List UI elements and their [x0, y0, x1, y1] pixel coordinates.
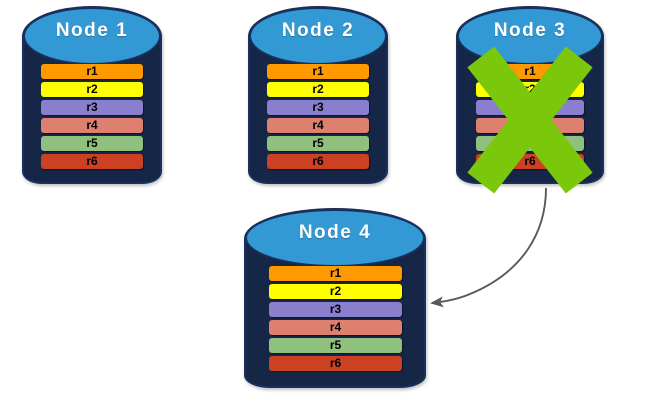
data-row-r1[interactable]: r1: [41, 64, 143, 79]
node-rows: r1 r2 r3 r4 r5 r6: [456, 6, 604, 184]
data-row-r6[interactable]: r6: [476, 154, 584, 169]
data-row-r1[interactable]: r1: [267, 64, 369, 79]
node-cylinder-top: [23, 7, 161, 65]
node-rows: r1 r2 r3 r4 r5 r6: [248, 6, 388, 184]
data-row-r5[interactable]: r5: [267, 136, 369, 151]
data-row-r1[interactable]: r1: [269, 266, 402, 281]
data-row-r3[interactable]: r3: [476, 100, 584, 115]
data-row-r6[interactable]: r6: [41, 154, 143, 169]
data-row-r3[interactable]: r3: [267, 100, 369, 115]
data-row-r2[interactable]: r2: [269, 284, 402, 299]
node-rows: r1 r2 r3 r4 r5 r6: [22, 6, 162, 184]
data-row-r2[interactable]: r2: [267, 82, 369, 97]
data-row-r3[interactable]: r3: [269, 302, 402, 317]
data-row-r5[interactable]: r5: [41, 136, 143, 151]
data-row-r6[interactable]: r6: [269, 356, 402, 371]
data-row-r4[interactable]: r4: [476, 118, 584, 133]
data-row-r4[interactable]: r4: [269, 320, 402, 335]
data-row-r6[interactable]: r6: [267, 154, 369, 169]
data-row-r5[interactable]: r5: [269, 338, 402, 353]
data-row-r4[interactable]: r4: [267, 118, 369, 133]
data-row-r3[interactable]: r3: [41, 100, 143, 115]
node-cylinder-top: [245, 209, 425, 267]
data-row-r5[interactable]: r5: [476, 136, 584, 151]
data-row-r1[interactable]: r1: [476, 64, 584, 79]
data-row-r4[interactable]: r4: [41, 118, 143, 133]
data-row-r2[interactable]: r2: [41, 82, 143, 97]
data-row-r2[interactable]: r2: [476, 82, 584, 97]
node-rows: r1 r2 r3 r4 r5 r6: [244, 208, 426, 388]
